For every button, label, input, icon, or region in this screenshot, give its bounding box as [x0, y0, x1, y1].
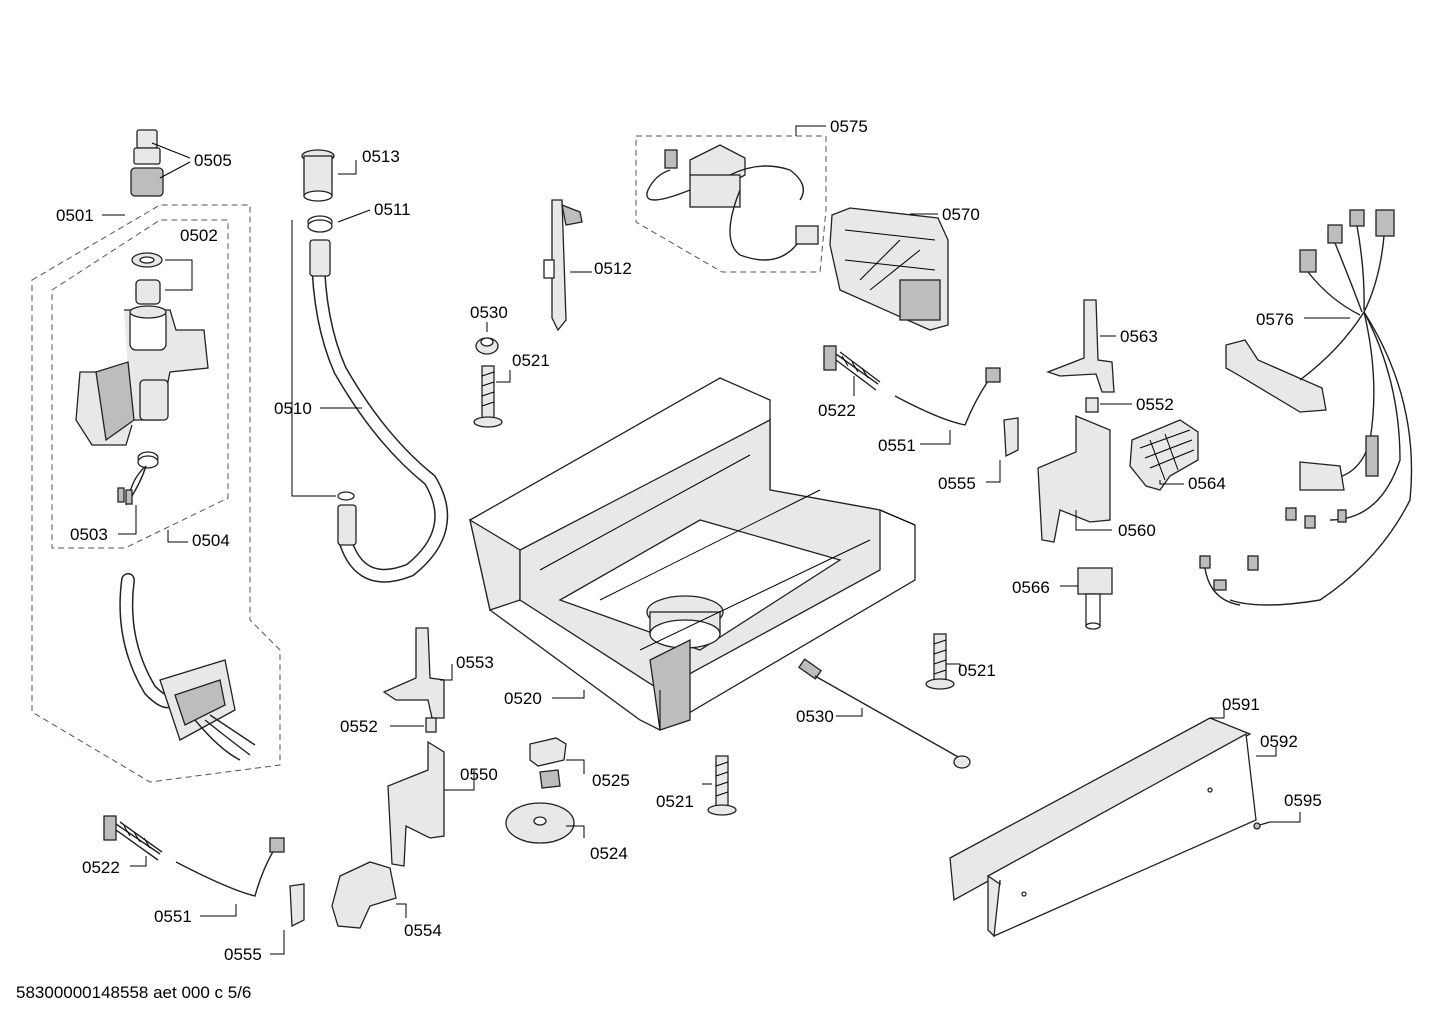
- wiring-harness-0576: [1199, 209, 1413, 606]
- cable-0551a: [894, 367, 1001, 426]
- clip-0552a: [1085, 397, 1099, 413]
- label-0551-right: 0551: [878, 436, 916, 455]
- adjusting-rod-0530: [798, 658, 971, 769]
- clip-0555b: [289, 883, 305, 928]
- screw-0595: [1253, 821, 1271, 830]
- power-module-0575: [646, 144, 819, 261]
- label-0510: 0510: [274, 399, 312, 418]
- hinge-bracket-0563: [1046, 299, 1115, 393]
- adjusting-nut-0530: [475, 337, 499, 355]
- support-bracket-0512: [543, 199, 583, 332]
- hinge-bracket-0553: [382, 627, 445, 719]
- label-0564: 0564: [1188, 474, 1226, 493]
- label-0592: 0592: [1260, 732, 1298, 751]
- cover-0564: [1129, 419, 1199, 491]
- base-frame-0520: [469, 377, 916, 731]
- inlet-valve-part: [75, 279, 209, 469]
- hinge-bracket-0560: [1037, 415, 1111, 543]
- label-0576: 0576: [1256, 310, 1294, 329]
- hose-clamp-0511: [307, 215, 333, 233]
- control-module-0570: [829, 207, 949, 331]
- label-0511: 0511: [374, 200, 411, 219]
- label-0521-right: 0521: [958, 661, 996, 680]
- label-0552-right: 0552: [1136, 395, 1174, 414]
- label-0554: 0554: [404, 921, 442, 940]
- label-0563: 0563: [1120, 327, 1158, 346]
- hose-cap-0513: [301, 149, 335, 202]
- sensor-wire-0503: [117, 465, 147, 506]
- label-0560: 0560: [1118, 521, 1156, 540]
- label-0512: 0512: [594, 259, 632, 278]
- label-0503: 0503: [70, 525, 108, 544]
- label-0522-right: 0522: [818, 401, 856, 420]
- assembly-outline-0502: [51, 219, 229, 549]
- clip-0555a: [1003, 417, 1019, 458]
- adjusting-foot-0521c: [925, 633, 955, 690]
- label-0522-left: 0522: [82, 858, 120, 877]
- sensor-0566: [1077, 567, 1113, 630]
- drawing-reference-footer: 58300000148558 aet 000 c 5/6: [16, 983, 251, 1002]
- label-0553: 0553: [456, 653, 494, 672]
- spring-0522b: [103, 815, 163, 861]
- label-0520: 0520: [504, 689, 542, 708]
- label-0513: 0513: [362, 147, 400, 166]
- label-0525: 0525: [592, 771, 630, 790]
- label-0530-top: 0530: [470, 303, 508, 322]
- adjusting-foot-0521a: [473, 365, 503, 428]
- label-0521-bottom: 0521: [656, 792, 694, 811]
- label-0575: 0575: [830, 117, 868, 136]
- label-0524: 0524: [590, 844, 628, 863]
- spring-0522a: [823, 345, 881, 391]
- label-0555-left: 0555: [224, 945, 262, 964]
- label-0570: 0570: [942, 205, 980, 224]
- label-0530-bottom: 0530: [796, 707, 834, 726]
- drain-hose-0510: [309, 239, 449, 583]
- label-0521-top: 0521: [512, 351, 550, 370]
- label-0591: 0591: [1222, 695, 1260, 714]
- connector-0525: [529, 737, 567, 789]
- leader-lines: [102, 125, 1350, 955]
- assembly-outline-0575: [635, 135, 827, 273]
- label-0555-right: 0555: [938, 474, 976, 493]
- assembly-outline-0501: [31, 204, 281, 783]
- adjusting-foot-0521b: [707, 755, 737, 816]
- label-0502: 0502: [180, 226, 218, 245]
- hinge-bracket-0550: [387, 740, 445, 867]
- clip-0552b: [425, 717, 437, 733]
- label-0551-left: 0551: [154, 907, 192, 926]
- label-0505: 0505: [194, 151, 232, 170]
- label-0566: 0566: [1012, 578, 1050, 597]
- label-0504: 0504: [192, 531, 230, 550]
- water-hose-0504: [119, 573, 256, 761]
- connector-nut-part: [130, 129, 164, 197]
- plinth-panel-0592: [987, 732, 1257, 938]
- hinge-cover-0554: [331, 861, 397, 929]
- label-0501: 0501: [56, 206, 94, 225]
- plate-0524: [505, 802, 575, 844]
- label-0552-left: 0552: [340, 717, 378, 736]
- label-0550: 0550: [460, 765, 498, 784]
- label-0595: 0595: [1284, 791, 1322, 810]
- cable-0551b: [175, 837, 285, 897]
